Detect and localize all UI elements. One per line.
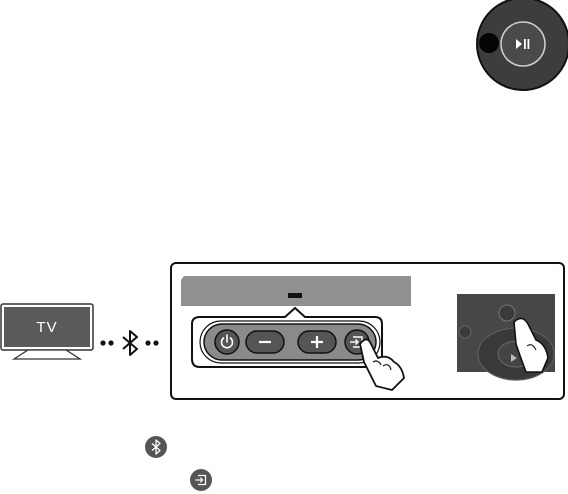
soundbar-panel bbox=[170, 262, 565, 400]
play-pause-icon bbox=[516, 39, 530, 49]
bluetooth-connection bbox=[100, 330, 159, 356]
power-button[interactable] bbox=[214, 329, 240, 355]
remote-closeup bbox=[476, 0, 568, 91]
hand-pointer bbox=[359, 338, 405, 391]
remote-photo bbox=[457, 294, 555, 381]
volume-down-button[interactable] bbox=[245, 330, 285, 354]
plus-icon bbox=[311, 336, 323, 348]
bluetooth-icon bbox=[145, 436, 167, 458]
power-icon bbox=[220, 334, 234, 349]
source-icon bbox=[190, 469, 212, 491]
tv-label: TV bbox=[36, 319, 58, 336]
soundbar-illustration bbox=[181, 276, 555, 391]
tv-illustration bbox=[0, 303, 94, 360]
bluetooth-icon bbox=[122, 330, 138, 356]
volume-up-button[interactable] bbox=[297, 330, 337, 354]
